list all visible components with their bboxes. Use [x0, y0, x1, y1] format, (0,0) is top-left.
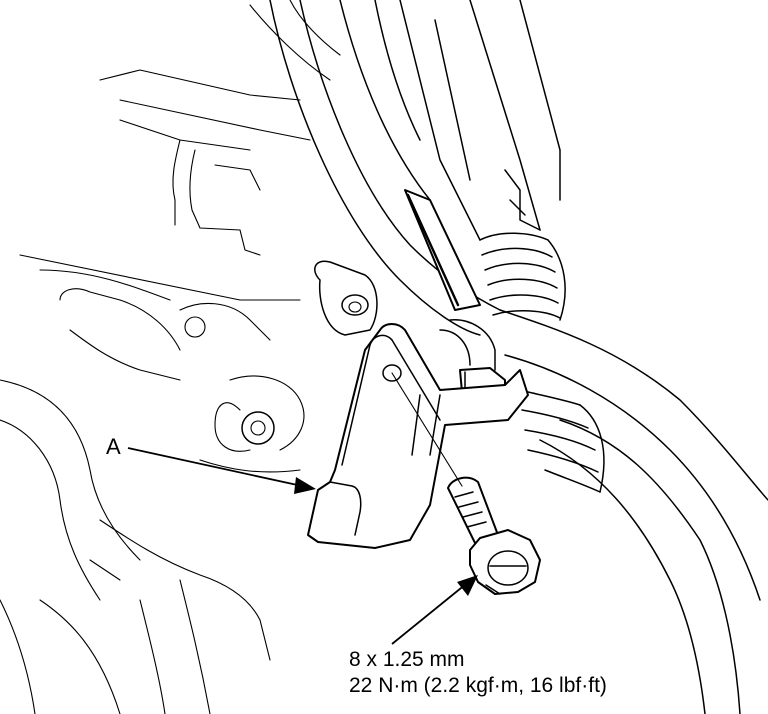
mounting-boss [314, 260, 378, 336]
bracket-a [307, 189, 529, 549]
torque-spec-label: 22 N·m (2.2 kgf·m, 16 lbf·ft) [349, 674, 607, 697]
pipe [269, 0, 768, 714]
callout-a-arrow [127, 447, 316, 494]
alignment-line [391, 372, 463, 487]
fastener-callout-arrow [391, 575, 478, 645]
transmission-housing [0, 0, 341, 714]
flange-bolt [447, 476, 541, 595]
fastener-size-label: 8 x 1.25 mm [349, 648, 465, 671]
callout-label-a: A [106, 434, 121, 459]
